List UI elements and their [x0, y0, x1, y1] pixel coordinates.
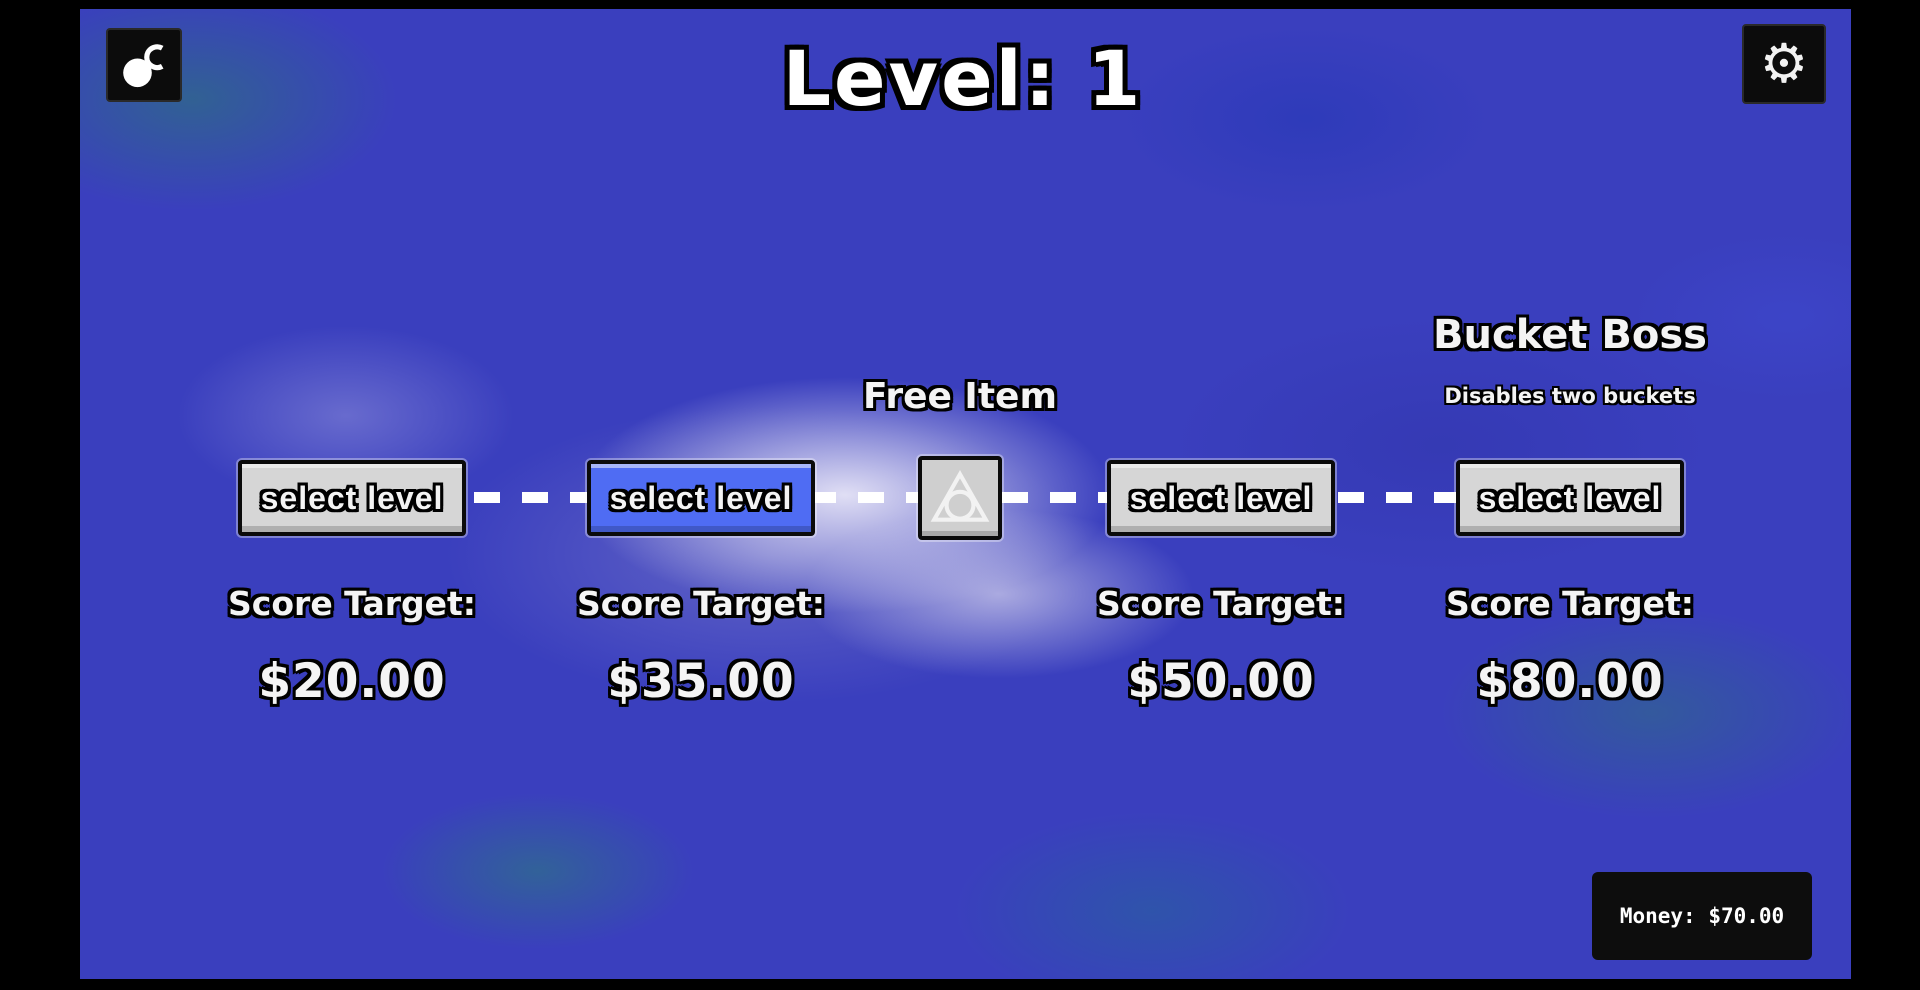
- theme-toggle-button[interactable]: [106, 28, 182, 102]
- level-1-select-button[interactable]: select level: [238, 460, 466, 536]
- level-button-label: select level: [260, 479, 444, 516]
- level-button-label: select level: [1478, 479, 1662, 516]
- money-label: Money: $70.00: [1619, 904, 1785, 928]
- level-4-boss-select-button[interactable]: select level: [1456, 460, 1684, 536]
- score-target-value-1: $20.00: [258, 654, 446, 709]
- score-target-label-4: Score Target:: [1446, 584, 1694, 623]
- level-2-select-button[interactable]: select level: [587, 460, 815, 536]
- score-target-label-1: Score Target:: [228, 584, 476, 623]
- letterbox-left: [0, 0, 80, 990]
- score-target-value-2: $35.00: [607, 654, 795, 709]
- level-button-label: select level: [1129, 479, 1313, 516]
- score-target-label-2: Score Target:: [577, 584, 825, 623]
- letterbox-bottom: [0, 979, 1920, 990]
- letterbox-top: [0, 0, 1920, 9]
- free-item-node[interactable]: [918, 456, 1002, 540]
- settings-button[interactable]: ⚙: [1742, 24, 1826, 104]
- level-3-select-button[interactable]: select level: [1107, 460, 1335, 536]
- level-button-label: select level: [609, 479, 793, 516]
- letterbox-right: [1851, 0, 1920, 990]
- score-target-value-3: $50.00: [1127, 654, 1315, 709]
- score-target-label-3: Score Target:: [1097, 584, 1345, 623]
- boss-subtitle: Disables two buckets: [1444, 384, 1696, 408]
- score-target-value-4: $80.00: [1476, 654, 1664, 709]
- gear-icon: ⚙: [1759, 34, 1809, 94]
- moon-icon: [123, 44, 164, 88]
- triangle-circle-icon: [930, 470, 990, 522]
- money-display: Money: $70.00: [1592, 872, 1812, 960]
- boss-title: Bucket Boss: [1433, 312, 1707, 358]
- free-item-label: Free Item: [863, 376, 1057, 417]
- page-title: Level: 1: [782, 34, 1144, 123]
